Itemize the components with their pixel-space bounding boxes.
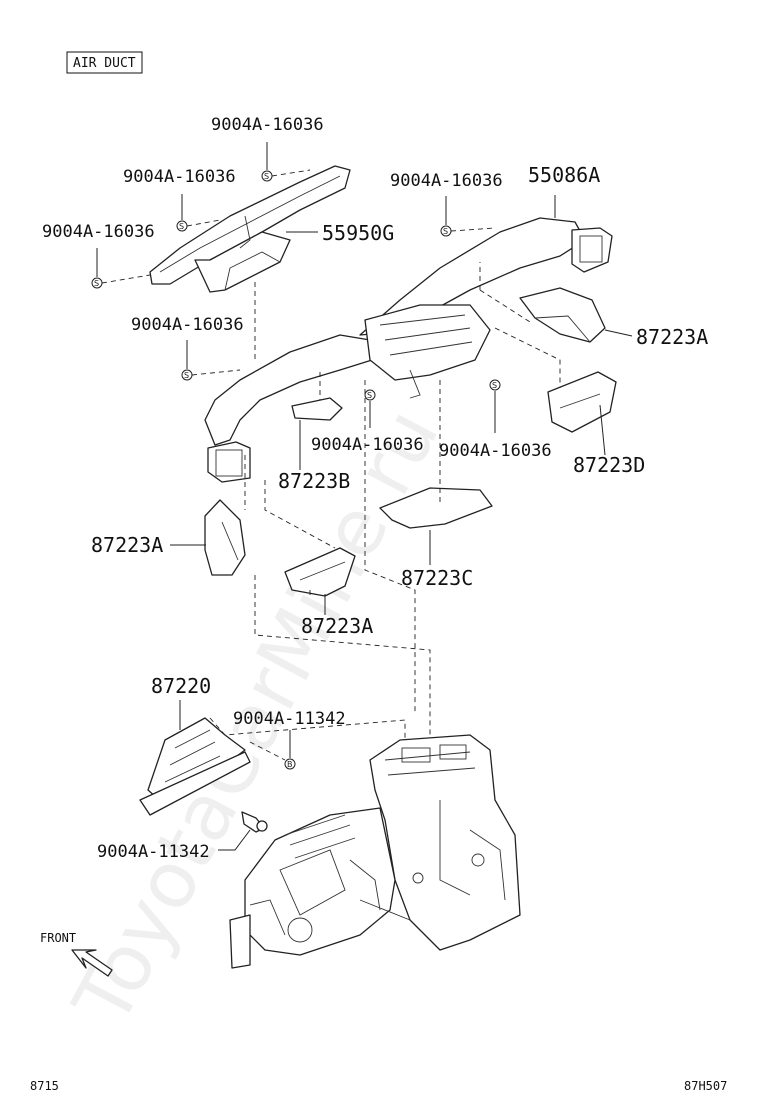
screw-symbol: S bbox=[181, 369, 193, 381]
part-label: 55950G bbox=[322, 221, 394, 245]
part-label: 9004A-16036 bbox=[439, 441, 552, 461]
instrument-panel-duct-55086a bbox=[204, 217, 613, 483]
front-direction-indicator: FRONT bbox=[40, 931, 113, 977]
part-label: 9004A-11342 bbox=[97, 842, 210, 862]
part-label: 87223D bbox=[573, 453, 645, 477]
part-label: 87223A bbox=[636, 325, 708, 349]
screw-symbol: S bbox=[440, 225, 452, 237]
page-code-right: 87H507 bbox=[684, 1079, 727, 1093]
front-label: FRONT bbox=[40, 931, 76, 945]
duct-87223c bbox=[379, 487, 493, 529]
part-label: 9004A-16036 bbox=[311, 435, 424, 455]
part-labels: 9004A-16036 9004A-16036 9004A-16036 9004… bbox=[42, 115, 708, 862]
screw-symbol: S bbox=[261, 170, 273, 182]
part-label: 87220 bbox=[151, 674, 211, 698]
front-arrow-icon bbox=[71, 949, 113, 977]
screw-symbol-letter: S bbox=[264, 172, 269, 181]
screw-symbol: S bbox=[91, 277, 103, 289]
leader-lines bbox=[96, 142, 633, 851]
duct-87223d bbox=[547, 371, 617, 433]
screw-symbol-letter: S bbox=[367, 391, 372, 400]
part-label: 9004A-16036 bbox=[42, 222, 155, 242]
page-code-left: 8715 bbox=[30, 1079, 59, 1093]
defroster-nozzle-55950g bbox=[149, 165, 351, 293]
bolt-symbol-letter: B bbox=[287, 760, 293, 769]
heater-unit-assembly bbox=[229, 734, 521, 969]
section-title-box: AIR DUCT bbox=[66, 51, 143, 74]
part-label: 87223A bbox=[301, 614, 373, 638]
screw-symbol-letter: S bbox=[179, 222, 184, 231]
duct-87220 bbox=[139, 717, 251, 816]
duct-87223b bbox=[291, 397, 343, 421]
duct-87223a-right bbox=[519, 287, 606, 343]
screw-symbol: S bbox=[364, 389, 376, 401]
section-title: AIR DUCT bbox=[73, 56, 136, 71]
connection-dashed-lines bbox=[209, 262, 561, 740]
screw-symbols: S S S S S S S B bbox=[91, 170, 501, 770]
part-label: 55086A bbox=[528, 163, 600, 187]
part-label: 9004A-16036 bbox=[131, 315, 244, 335]
duct-87223a-left bbox=[204, 499, 246, 576]
screw-symbol: S bbox=[489, 379, 501, 391]
screw-symbol-letter: S bbox=[184, 371, 189, 380]
part-label: 87223A bbox=[91, 533, 163, 557]
bolt-9004a-11342 bbox=[241, 811, 268, 833]
duct-87223a-bottom bbox=[284, 547, 356, 597]
part-label: 9004A-11342 bbox=[233, 709, 346, 729]
part-label: 87223C bbox=[401, 566, 473, 590]
screw-symbol-letter: S bbox=[492, 381, 497, 390]
part-label: 87223B bbox=[278, 469, 350, 493]
screw-symbol: S bbox=[176, 220, 188, 232]
bolt-symbol: B bbox=[284, 758, 296, 770]
screw-symbol-letter: S bbox=[443, 227, 448, 236]
screw-symbol-letter: S bbox=[94, 279, 99, 288]
part-label: 9004A-16036 bbox=[123, 167, 236, 187]
part-label: 9004A-16036 bbox=[211, 115, 324, 135]
part-label: 9004A-16036 bbox=[390, 171, 503, 191]
